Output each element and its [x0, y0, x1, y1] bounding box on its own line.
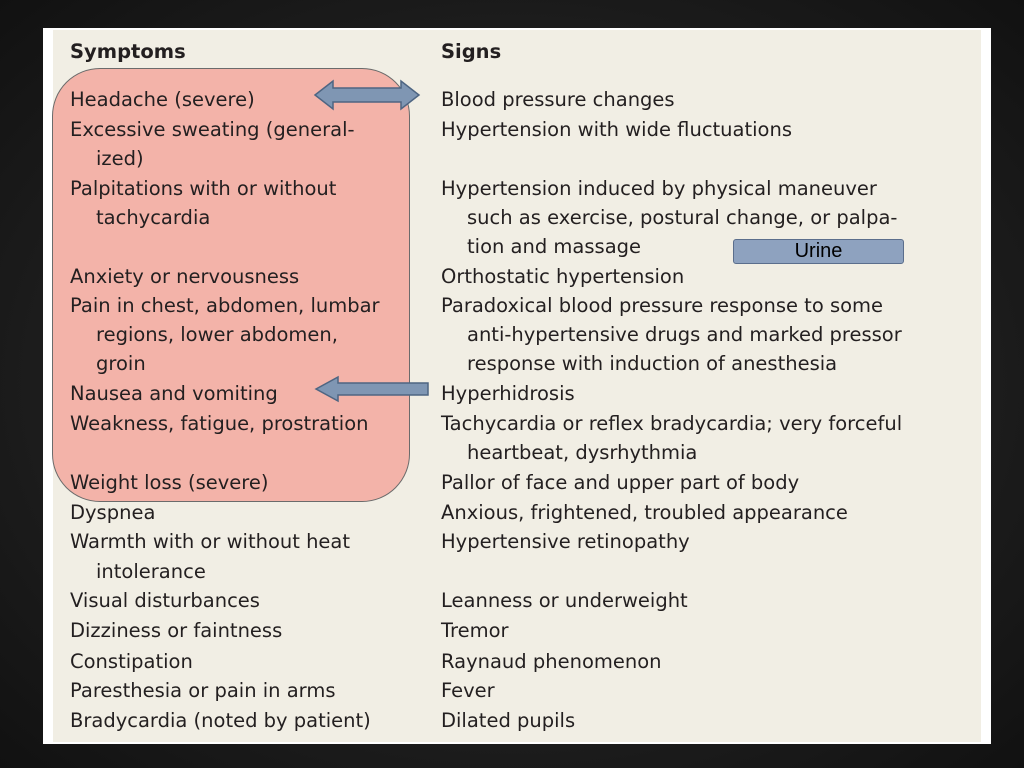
highlight-rounded-box [52, 68, 410, 502]
symptom-item: Weight loss (severe) [70, 471, 269, 494]
symptom-item: Dyspnea [70, 501, 156, 524]
signs-header: Signs [441, 40, 502, 63]
sign-item: Hyperhidrosis [441, 382, 575, 405]
sign-item: Paradoxical blood pressure response to s… [441, 294, 884, 317]
symptom-item: Anxiety or nervousness [70, 265, 300, 288]
sign-item: Leanness or underweight [441, 589, 688, 612]
symptom-item: Paresthesia or pain in arms [70, 679, 336, 702]
sign-item: Hypertension with wide fluctuations [441, 118, 792, 141]
sign-item-continued: tion and massage [467, 235, 642, 258]
sign-item-continued: response with induction of anesthesia [467, 352, 838, 375]
symptom-item: Palpitations with or without [70, 177, 337, 200]
sign-item-continued: such as exercise, postural change, or pa… [467, 206, 898, 229]
sign-item-continued: heartbeat, dysrhythmia [467, 441, 698, 464]
symptom-item-continued: intolerance [96, 560, 206, 583]
sign-item: Hypertensive retinopathy [441, 530, 690, 553]
symptom-item: Headache (severe) [70, 88, 255, 111]
symptom-item: Bradycardia (noted by patient) [70, 709, 371, 732]
sign-item: Dilated pupils [441, 709, 576, 732]
symptom-item: Dizziness or faintness [70, 619, 283, 642]
sign-item: Anxious, frightened, troubled appearance [441, 501, 848, 524]
sign-item: Orthostatic hypertension [441, 265, 685, 288]
symptom-item: Warmth with or without heat [70, 530, 351, 553]
symptom-item-continued: regions, lower abdomen, [96, 323, 338, 346]
symptom-item: Visual disturbances [70, 589, 260, 612]
symptom-item-continued: groin [96, 352, 146, 375]
sign-item: Fever [441, 679, 495, 702]
symptom-item: Nausea and vomiting [70, 382, 278, 405]
sign-item: Tachycardia or reflex bradycardia; very … [441, 412, 903, 435]
sign-item: Pallor of face and upper part of body [441, 471, 800, 494]
symptom-item: Constipation [70, 650, 193, 673]
symptom-item: Excessive sweating (general- [70, 118, 355, 141]
sign-item-continued: anti-hypertensive drugs and marked press… [467, 323, 902, 346]
symptom-item-continued: tachycardia [96, 206, 211, 229]
symptom-item: Pain in chest, abdomen, lumbar [70, 294, 380, 317]
symptom-item-continued: ized) [96, 147, 144, 170]
urine-label-box: Urine [733, 239, 904, 264]
sign-item: Tremor [441, 619, 509, 642]
symptom-item: Weakness, fatigue, prostration [70, 412, 369, 435]
symptoms-header: Symptoms [70, 40, 186, 63]
sign-item: Blood pressure changes [441, 88, 675, 111]
sign-item: Raynaud phenomenon [441, 650, 662, 673]
sign-item: Hypertension induced by physical maneuve… [441, 177, 877, 200]
